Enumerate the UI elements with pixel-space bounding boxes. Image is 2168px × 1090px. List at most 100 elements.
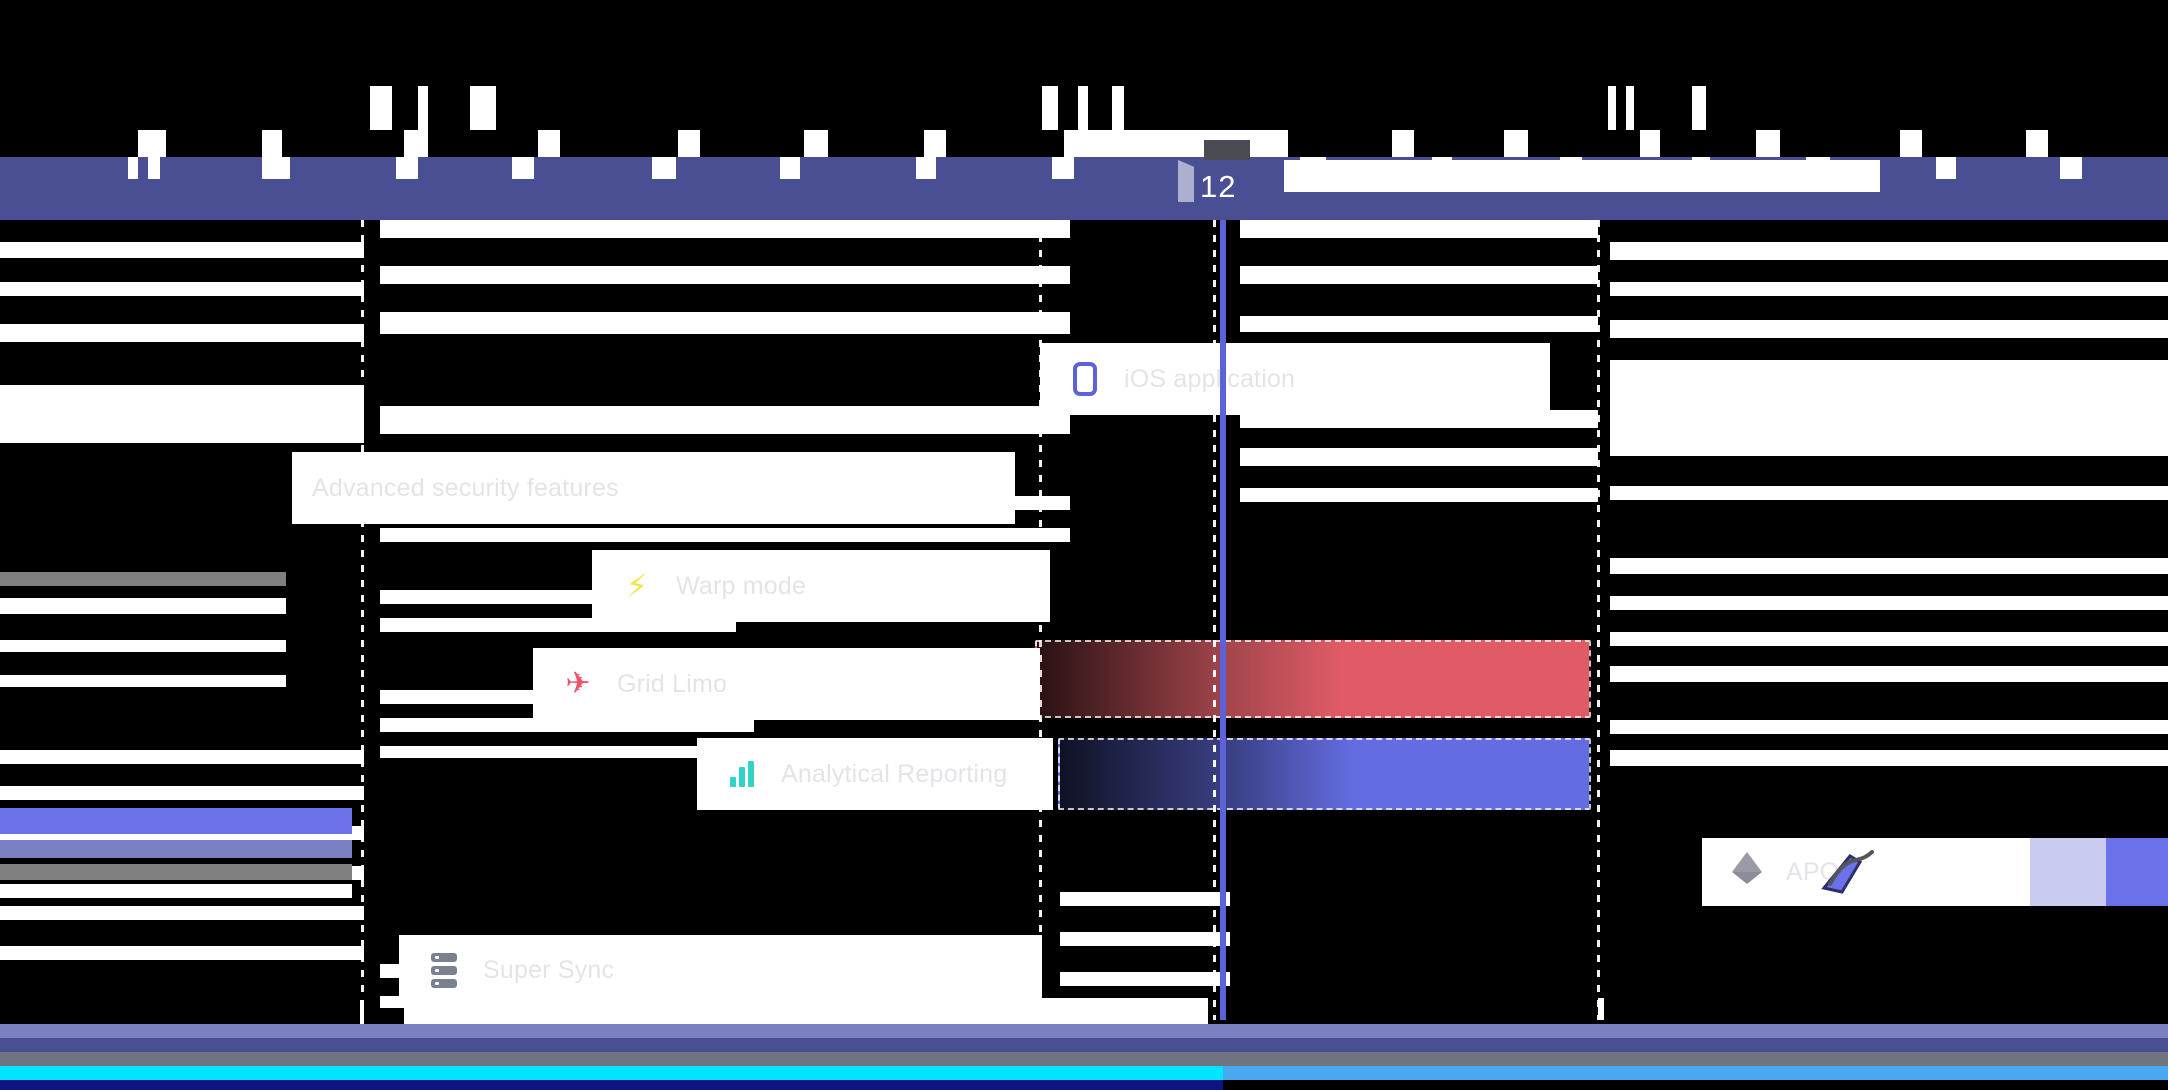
lightning-bolt-icon: ⚡ (625, 568, 649, 604)
toolbar-tick (1922, 130, 2026, 162)
toolbar-tick (282, 130, 404, 162)
toolbar-tick (1780, 130, 1900, 162)
toolbar-tick (0, 130, 138, 162)
content-redaction (1610, 320, 2168, 338)
airplane-icon: ✈ (565, 667, 591, 700)
scale-tick (780, 157, 800, 179)
content-redaction (1610, 282, 2168, 296)
apo-row-redaction (2106, 838, 2168, 906)
content-redaction (2022, 416, 2168, 428)
footer-band-blue (1223, 1066, 2168, 1080)
toolbar-tick (166, 130, 262, 162)
toolbar-tick (560, 130, 678, 162)
header-notch-8 (1626, 86, 1634, 130)
scale-tick (148, 157, 160, 179)
scale-tick (1936, 157, 1956, 179)
task-label: Advanced security features (312, 473, 619, 502)
task-row-analytical-reporting[interactable]: Analytical Reporting (697, 738, 1053, 810)
mobile-phone-icon (1062, 356, 1108, 402)
toolbar-tick (1528, 130, 1640, 162)
header-notch-4 (1042, 86, 1058, 130)
toolbar-tick (700, 130, 804, 162)
content-redaction (0, 675, 286, 687)
gantt-bar-analytical-reporting[interactable] (1058, 738, 1591, 810)
content-redaction (1240, 448, 1598, 466)
content-redaction (0, 598, 286, 614)
content-redaction (0, 572, 286, 586)
header-notch-9 (1692, 86, 1706, 130)
task-row-grid-limo[interactable]: ✈ Grid Limo (533, 648, 1040, 720)
header-notch-2 (418, 86, 428, 130)
content-redaction (380, 528, 1070, 542)
content-redaction (380, 746, 754, 758)
content-redaction (1610, 596, 2168, 610)
header-notch-1 (370, 86, 392, 130)
footer-notch (1050, 998, 1208, 1024)
scale-tick (2060, 157, 2082, 179)
footer-band-light-purple (0, 1024, 2168, 1038)
content-redaction (380, 266, 1070, 284)
toolbar-tick (2048, 130, 2168, 162)
content-redaction (1060, 892, 1230, 906)
task-label: Super Sync (483, 955, 615, 984)
content-redaction (1610, 558, 2168, 574)
header-notch-6 (1112, 86, 1124, 130)
toolbar-tick (1414, 130, 1504, 162)
content-redaction (0, 884, 352, 898)
sidebar-accent-block (0, 808, 352, 834)
content-redaction (0, 324, 364, 342)
content-redaction (0, 786, 364, 800)
content-redaction (1060, 972, 1230, 986)
content-redaction (0, 750, 364, 764)
scale-tick (916, 157, 936, 179)
footer-band-cyan (0, 1066, 1223, 1080)
content-redaction (1610, 360, 2168, 456)
gantt-canvas[interactable]: iOS application Advanced security featur… (0, 220, 2168, 1020)
content-redaction (0, 282, 364, 296)
gantt-gridline-today (1213, 220, 1216, 1020)
task-row-super-sync[interactable]: Super Sync (399, 935, 1042, 1005)
content-redaction (1240, 316, 1598, 332)
task-row-warp-mode[interactable]: ⚡ Warp mode (592, 550, 1050, 622)
content-redaction (1240, 266, 1598, 284)
content-redaction (380, 220, 1070, 238)
toolbar-tick (828, 130, 924, 162)
content-redaction (1610, 750, 2168, 766)
footer-band-indigo (0, 1038, 2168, 1052)
task-row-advanced-security-features[interactable]: Advanced security features (292, 452, 1015, 524)
scale-tick (262, 157, 290, 179)
content-redaction (1240, 488, 1598, 502)
footer-notch (404, 998, 1050, 1024)
scale-tick (652, 157, 676, 179)
timeline-current-day-label: 12 (1200, 169, 1237, 204)
task-label: Warp mode (676, 571, 807, 600)
toolbar-tick (428, 130, 538, 162)
today-marker-line (1220, 220, 1226, 1020)
top-header-bar (0, 0, 2168, 130)
gantt-gridline (361, 220, 364, 1020)
timeline-scale-bar-base (0, 202, 2168, 220)
scale-label-redaction (1284, 160, 1880, 192)
task-row-ios-application[interactable]: iOS application (1040, 343, 1550, 415)
apo-row-redaction (2030, 838, 2106, 906)
content-redaction (380, 312, 1070, 334)
content-redaction (1610, 720, 2168, 734)
content-redaction (0, 906, 364, 920)
content-redaction (0, 640, 286, 652)
content-redaction (1610, 666, 2168, 682)
header-notch-3 (470, 86, 496, 130)
header-notch-7 (1608, 86, 1616, 130)
content-redaction (1240, 220, 1598, 238)
server-icon (421, 947, 467, 993)
gantt-bar-grid-limo[interactable] (1035, 640, 1591, 718)
footer-scrollbar-track[interactable] (0, 1066, 2168, 1080)
content-redaction (0, 385, 364, 443)
content-redaction (0, 242, 364, 258)
task-label: Analytical Reporting (781, 759, 1008, 788)
content-redaction (380, 718, 754, 732)
scale-tick (396, 157, 418, 179)
timeline-current-tab-notch (1204, 140, 1250, 160)
sidebar-accent-block (0, 864, 352, 880)
toolbar-tick (1660, 130, 1756, 162)
